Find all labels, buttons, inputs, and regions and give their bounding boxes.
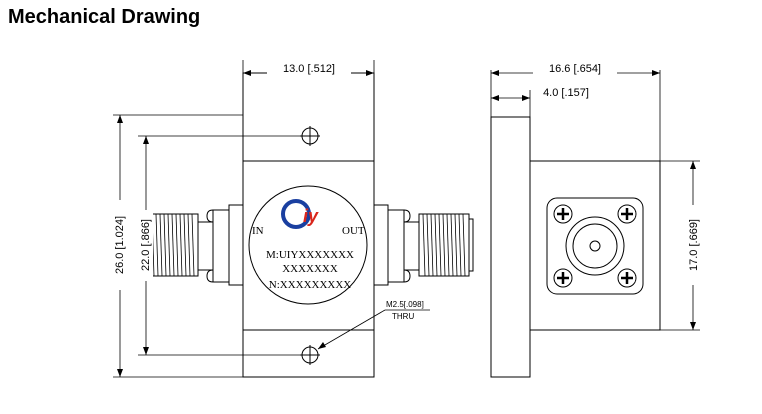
model-label: M:UIYXXXXXXX bbox=[266, 249, 354, 261]
connector-outer bbox=[565, 216, 625, 276]
thread-line bbox=[454, 213, 458, 277]
page-title: Mechanical Drawing bbox=[8, 6, 201, 28]
thread-line bbox=[434, 213, 438, 277]
connector-pin bbox=[589, 240, 601, 252]
thread-line bbox=[426, 213, 430, 277]
connector-right bbox=[373, 204, 474, 286]
thread-line bbox=[167, 213, 171, 277]
thread-line bbox=[183, 213, 187, 277]
dim-flange: 4.0 [.157] bbox=[543, 87, 589, 99]
logo-letters-icon: iy bbox=[303, 206, 319, 226]
thread-line bbox=[458, 213, 462, 277]
thread-line bbox=[430, 213, 434, 277]
thread-line bbox=[450, 213, 454, 277]
thread-line bbox=[179, 213, 183, 277]
dim-width-side: 16.6 [.654] bbox=[549, 63, 601, 75]
front-dimensions bbox=[113, 60, 430, 378]
thread-line bbox=[159, 213, 163, 277]
thread-line bbox=[155, 213, 159, 277]
side-flange bbox=[490, 116, 531, 378]
port-out-label: OUT bbox=[342, 225, 365, 237]
thread-line bbox=[442, 213, 446, 277]
hole-size-note: M2.5[.098] bbox=[386, 300, 424, 309]
side-body bbox=[529, 160, 661, 331]
model-label-2: XXXXXXX bbox=[282, 263, 338, 275]
dim-height-total: 26.0 [1.024] bbox=[114, 216, 126, 274]
dim-width-front: 13.0 [.512] bbox=[283, 63, 335, 75]
thread-line bbox=[462, 213, 466, 277]
corner-screw-icon bbox=[553, 204, 573, 224]
connector-left bbox=[143, 204, 244, 286]
thread-line bbox=[422, 213, 426, 277]
front-view bbox=[143, 72, 474, 378]
port-in-label: IN bbox=[252, 225, 264, 237]
side-view bbox=[490, 116, 661, 378]
thread-line bbox=[446, 213, 450, 277]
thread-line bbox=[191, 213, 195, 277]
thread-line bbox=[163, 213, 167, 277]
corner-screw-icon bbox=[617, 204, 637, 224]
bottom-tab bbox=[242, 329, 375, 378]
thread-line bbox=[187, 213, 191, 277]
side-dimensions bbox=[490, 70, 700, 331]
serial-label: N:XXXXXXXXX bbox=[269, 279, 352, 291]
thread-line bbox=[171, 213, 175, 277]
dim-height-side: 17.0 [.669] bbox=[688, 219, 700, 271]
top-tab bbox=[242, 72, 375, 162]
thread-line bbox=[175, 213, 179, 277]
corner-screw-icon bbox=[553, 268, 573, 288]
dim-height-holes: 22.0 [.866] bbox=[140, 219, 152, 271]
label-circle bbox=[248, 185, 368, 305]
connector-face bbox=[546, 197, 644, 295]
thread-line bbox=[438, 213, 442, 277]
corner-screw-icon bbox=[617, 268, 637, 288]
hole-type-note: THRU bbox=[392, 312, 414, 321]
uiy-logo: iy bbox=[281, 199, 319, 229]
